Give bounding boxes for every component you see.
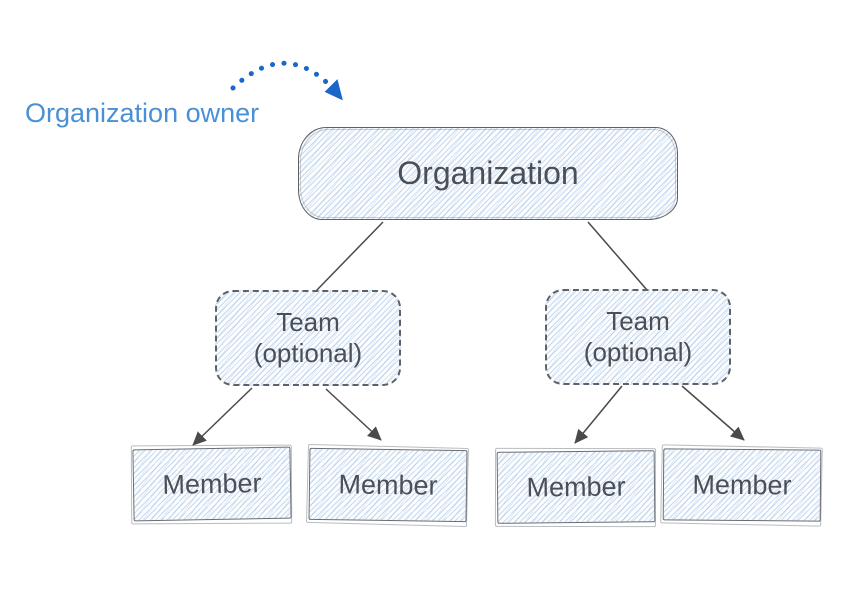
team-right-sublabel: (optional) <box>583 337 693 367</box>
organization-label: Organization <box>397 155 579 191</box>
node-member-1: Member <box>132 446 292 522</box>
team-left-sublabel: (optional) <box>253 338 363 368</box>
connector-team-left-to-member-1 <box>192 387 253 446</box>
connector-team-right-to-member-4 <box>681 385 745 441</box>
connector-org-to-team-right <box>587 221 648 291</box>
member-1-label: Member <box>162 467 262 500</box>
node-team-right: Team (optional) <box>545 289 731 385</box>
node-member-4: Member <box>662 448 822 522</box>
member-3-label: Member <box>526 470 626 503</box>
node-member-3: Member <box>496 450 656 524</box>
member-2-label: Member <box>338 468 438 501</box>
organization-owner-label: Organization owner <box>25 98 260 128</box>
connector-team-right-to-member-3 <box>574 385 623 444</box>
team-left-label: Team <box>276 307 340 337</box>
connector-team-left-to-member-2 <box>325 388 382 441</box>
member-4-label: Member <box>692 469 792 500</box>
node-team-left: Team (optional) <box>215 290 401 386</box>
node-member-2: Member <box>308 447 468 523</box>
node-organization: Organization <box>298 127 678 220</box>
owner-annotation-arrow <box>230 60 344 101</box>
connector-org-to-team-left <box>315 221 384 292</box>
team-right-label: Team <box>606 306 670 336</box>
